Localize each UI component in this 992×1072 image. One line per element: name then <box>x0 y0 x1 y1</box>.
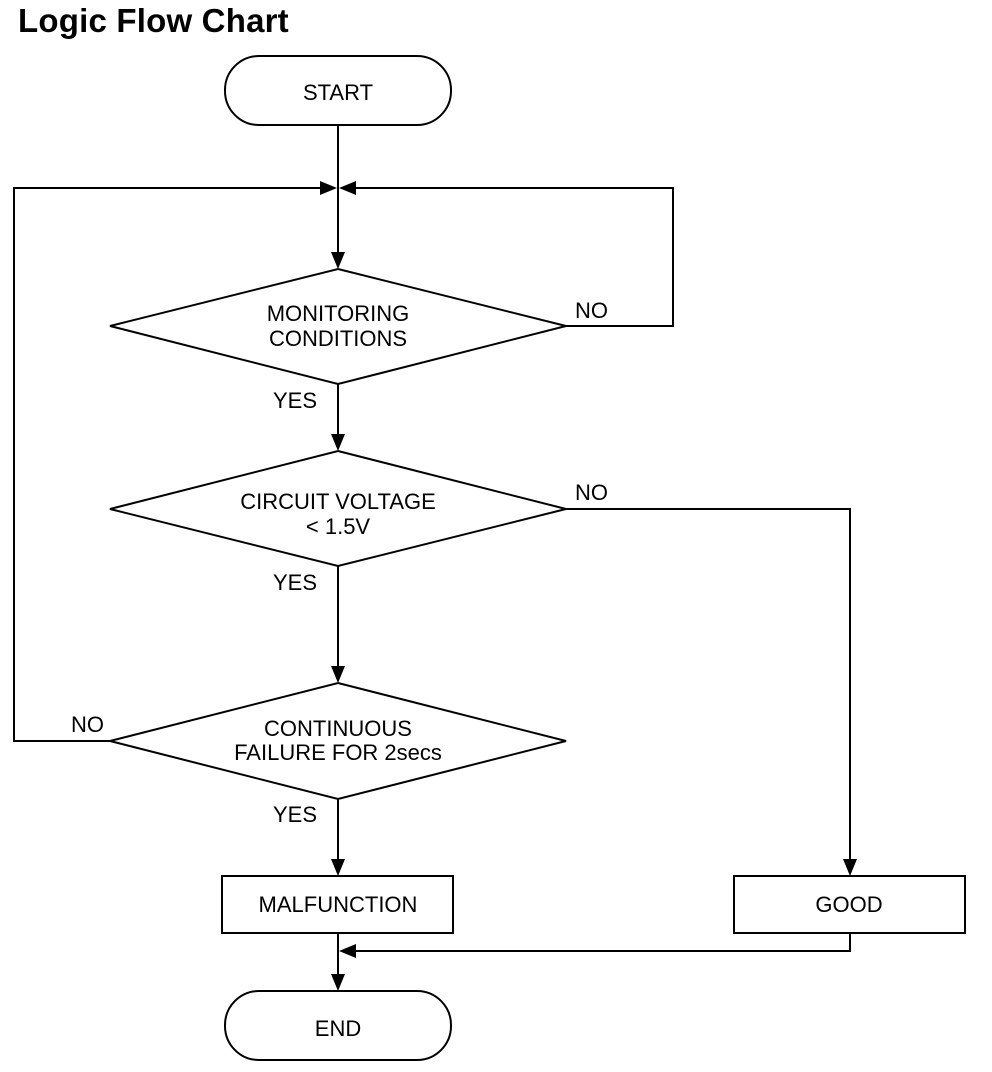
arrowhead-down-good <box>843 859 857 876</box>
continuous-line-1: CONTINUOUS <box>264 716 412 741</box>
monitoring-line-1: MONITORING <box>267 301 410 326</box>
label-continuous-no: NO <box>71 712 104 737</box>
connector-continuous-no-loop <box>13 187 320 742</box>
label-continuous-yes: YES <box>273 802 317 827</box>
edge-labels: NO YES NO YES NO YES <box>71 298 608 827</box>
good-label: GOOD <box>815 892 882 917</box>
good-box: GOOD <box>733 875 966 934</box>
label-monitoring-yes: YES <box>273 388 317 413</box>
connector-good-to-end <box>355 933 851 952</box>
label-voltage-yes: YES <box>273 570 317 595</box>
arrowhead-down-voltage <box>331 434 345 451</box>
arrowhead-down-end <box>331 974 345 991</box>
label-monitoring-no: NO <box>575 298 608 323</box>
decision-monitoring-conditions: MONITORING CONDITIONS <box>109 267 567 386</box>
decision-continuous-failure: CONTINUOUS FAILURE FOR 2secs <box>109 681 567 801</box>
arrowhead-down-continuous <box>331 666 345 683</box>
voltage-line-2: < 1.5V <box>306 514 371 539</box>
connector-monitoring-no-loop <box>355 187 674 327</box>
monitoring-line-2: CONDITIONS <box>269 326 407 351</box>
continuous-line-2: FAILURE FOR 2secs <box>234 740 442 765</box>
decision-circuit-voltage: CIRCUIT VOLTAGE < 1.5V <box>109 449 567 568</box>
page-title: Logic Flow Chart <box>18 2 289 39</box>
voltage-line-1: CIRCUIT VOLTAGE <box>240 489 436 514</box>
malfunction-label: MALFUNCTION <box>259 892 418 917</box>
connector-voltage-no <box>566 508 851 859</box>
arrowheads <box>320 181 857 991</box>
connectors <box>13 125 851 974</box>
label-voltage-no: NO <box>575 480 608 505</box>
arrowhead-down-malfunction <box>331 859 345 876</box>
arrowhead-down-monitoring <box>331 252 345 269</box>
end-label: END <box>315 1016 361 1041</box>
arrowhead-right-loop-left <box>320 181 337 195</box>
arrowhead-left-loop-right <box>339 181 356 195</box>
start-label: START <box>303 80 373 105</box>
malfunction-box: MALFUNCTION <box>221 875 454 934</box>
arrowhead-left-merge <box>339 944 356 958</box>
start-terminal: START <box>224 55 452 126</box>
end-terminal: END <box>224 990 452 1061</box>
